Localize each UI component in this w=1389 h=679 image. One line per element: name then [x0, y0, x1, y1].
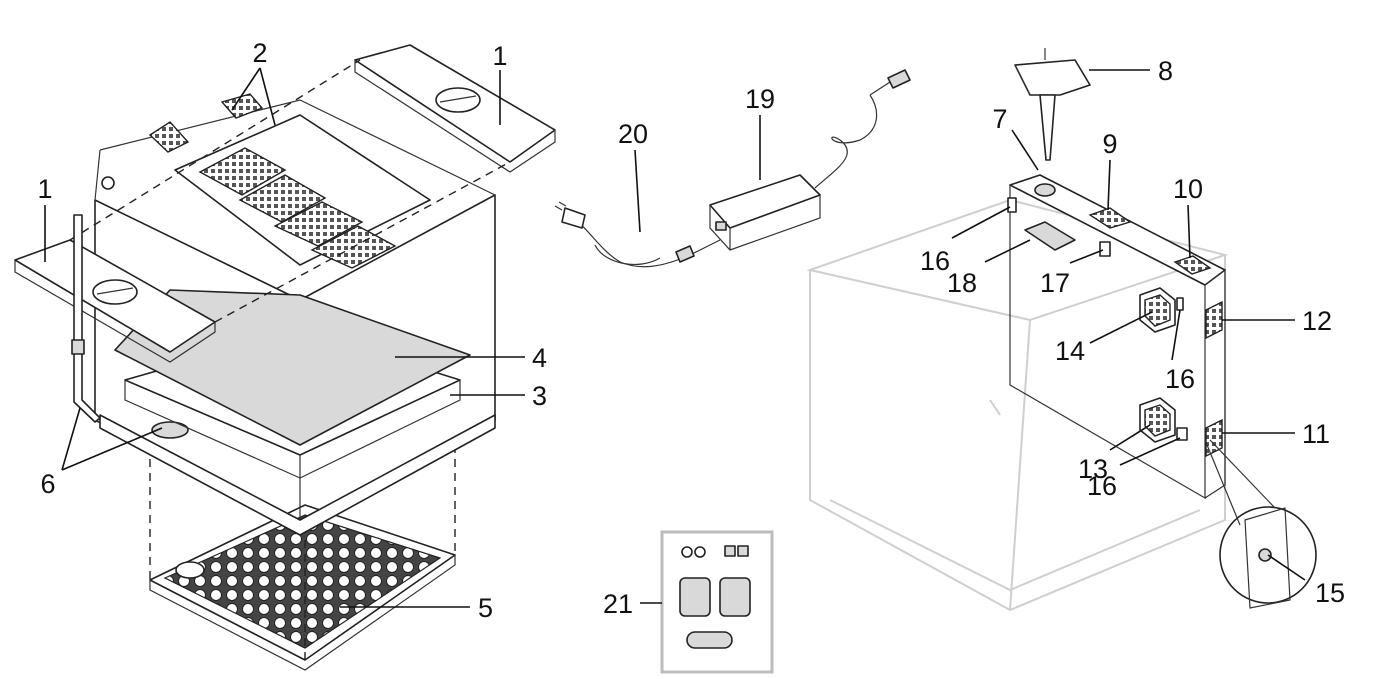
filter-chamber	[1007, 174, 1226, 500]
callout-17: 17	[1040, 268, 1070, 298]
callout-19: 19	[745, 84, 775, 114]
accessories-box	[640, 530, 774, 674]
callout-2: 2	[252, 38, 267, 68]
callout-4: 4	[532, 343, 547, 373]
callout-7: 7	[992, 104, 1007, 134]
callout-16-middle: 16	[1165, 364, 1195, 394]
detail-zoom	[1204, 439, 1317, 609]
left-assembly	[14, 44, 556, 671]
lid-left	[14, 239, 216, 363]
lid-right	[354, 44, 556, 173]
callout-15: 15	[1315, 578, 1345, 608]
callout-5: 5	[478, 593, 493, 623]
callout-13: 13	[1078, 454, 1108, 484]
feeding-funnel	[1014, 48, 1091, 161]
callout-labels: 1 1 2 3 4 5 6 7 8 9 10 11 12 13 14 15 16…	[37, 38, 1345, 623]
callout-1-left: 1	[37, 174, 52, 204]
callout-11: 11	[1302, 419, 1330, 449]
callout-16-bottom: 16	[1087, 471, 1117, 501]
bottom-mat	[149, 504, 456, 671]
callout-14: 14	[1055, 336, 1085, 366]
heater-tube	[71, 176, 115, 423]
callout-18: 18	[947, 268, 977, 298]
mesh-insert	[148, 93, 431, 269]
right-assembly	[806, 48, 1317, 612]
callout-20: 20	[618, 119, 648, 149]
power-supply	[554, 69, 911, 268]
callout-10: 10	[1173, 174, 1203, 204]
callout-8: 8	[1158, 56, 1173, 86]
callout-21: 21	[603, 589, 633, 619]
callout-12: 12	[1302, 306, 1332, 336]
callout-9: 9	[1102, 129, 1117, 159]
callout-16-top: 16	[920, 246, 950, 276]
callout-6: 6	[40, 469, 55, 499]
callout-3: 3	[532, 381, 547, 411]
callout-1-right: 1	[492, 41, 507, 71]
